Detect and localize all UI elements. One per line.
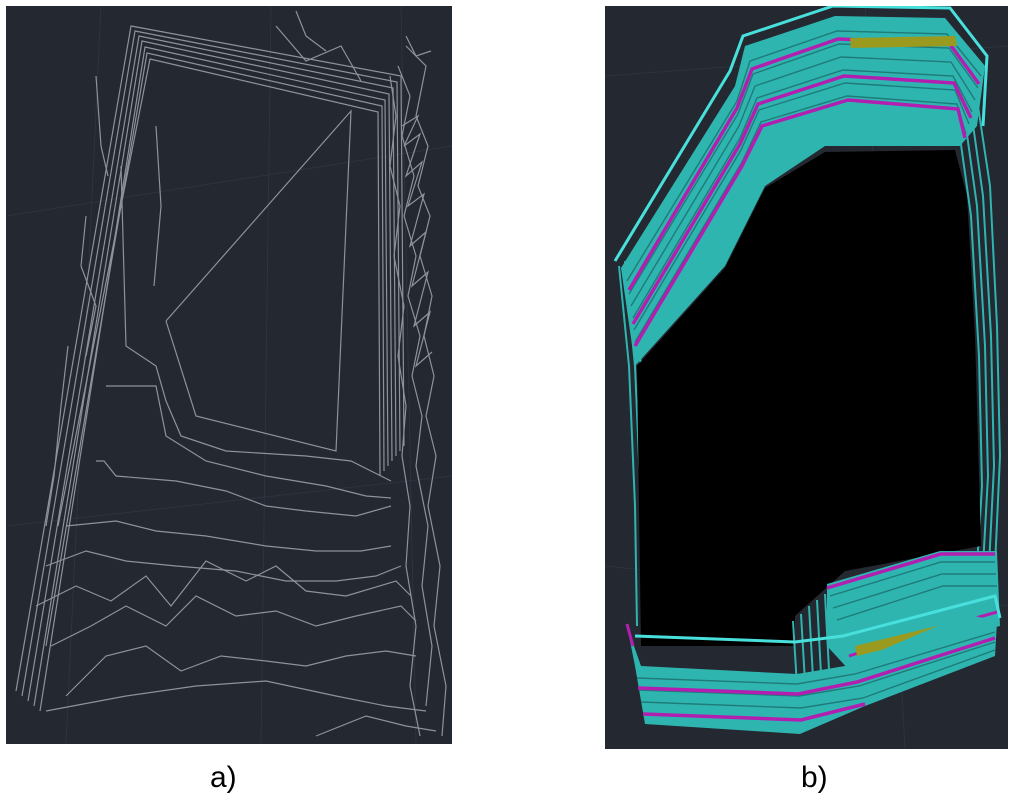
right-bench-wall [956,85,1002,567]
pit-outline-lines [15,10,447,737]
pit-interior [637,150,981,646]
pit-model-canvas [605,6,1008,749]
bottom-bench-band [625,594,1002,734]
wireframe-contour-view [6,6,452,744]
lower-right-bench-band [792,551,1000,687]
caption-b: b) [801,761,828,794]
3d-pit-model-view [605,6,1008,749]
olive-marker-top [850,36,957,48]
wireframe-canvas [6,6,452,744]
top-bench-band [613,6,989,366]
caption-a: a) [210,761,237,794]
